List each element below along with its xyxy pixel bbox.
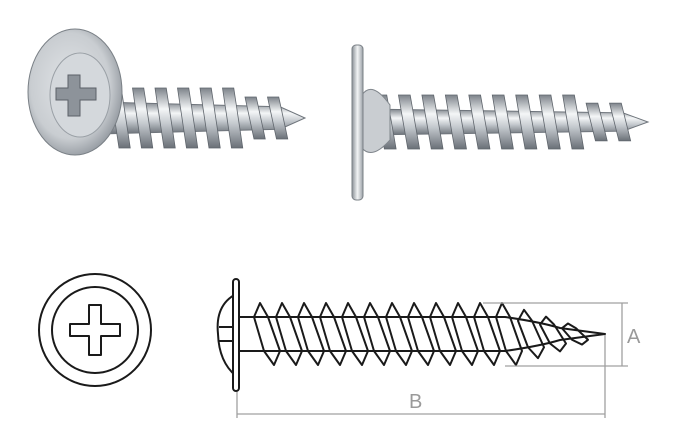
thread xyxy=(444,94,467,150)
thread xyxy=(585,102,608,142)
screw-photo-side xyxy=(351,44,650,201)
thread-crest xyxy=(385,302,413,366)
thread-crest xyxy=(473,302,501,366)
screw-side-view-drawing xyxy=(216,278,606,392)
thread xyxy=(222,87,244,149)
thread-crest xyxy=(539,315,567,353)
screw-head-front-view xyxy=(38,273,152,387)
thread xyxy=(132,87,154,149)
thread-crest xyxy=(363,302,391,366)
screw-threads-angled xyxy=(99,87,307,149)
thread xyxy=(244,96,266,140)
thread-crest xyxy=(517,308,545,360)
thread xyxy=(562,94,585,150)
thread xyxy=(154,87,176,149)
thread xyxy=(421,94,444,150)
thread xyxy=(468,94,491,150)
dimension-b-label: B xyxy=(409,391,422,413)
thread xyxy=(177,87,199,149)
phillips-recess-icon xyxy=(55,74,97,117)
thread-crest xyxy=(429,302,457,366)
thread-crest xyxy=(561,322,589,346)
thread-crest xyxy=(407,302,435,366)
screw-threads-side xyxy=(364,94,650,150)
thread xyxy=(538,94,561,150)
thread xyxy=(199,87,221,149)
screw-photo-angled xyxy=(27,28,307,156)
thread-crest xyxy=(253,302,281,366)
thread xyxy=(515,94,538,150)
thread-crest xyxy=(275,302,303,366)
thread-crest xyxy=(341,302,369,366)
thread xyxy=(267,96,289,140)
thread-crest xyxy=(297,302,325,366)
phillips-cross-icon xyxy=(69,304,121,356)
thread-crest xyxy=(495,302,523,366)
thread xyxy=(609,102,632,142)
dimension-a-label: A xyxy=(627,326,641,348)
thread-crest xyxy=(451,302,479,366)
screw-head-profile xyxy=(216,293,237,377)
dimension-lines xyxy=(236,302,628,418)
thread xyxy=(491,94,514,150)
thread xyxy=(397,94,421,150)
screw-washer xyxy=(232,278,240,392)
screw-shaft xyxy=(238,316,606,352)
thread-crest xyxy=(319,302,347,366)
screw-washer-head xyxy=(351,44,364,201)
